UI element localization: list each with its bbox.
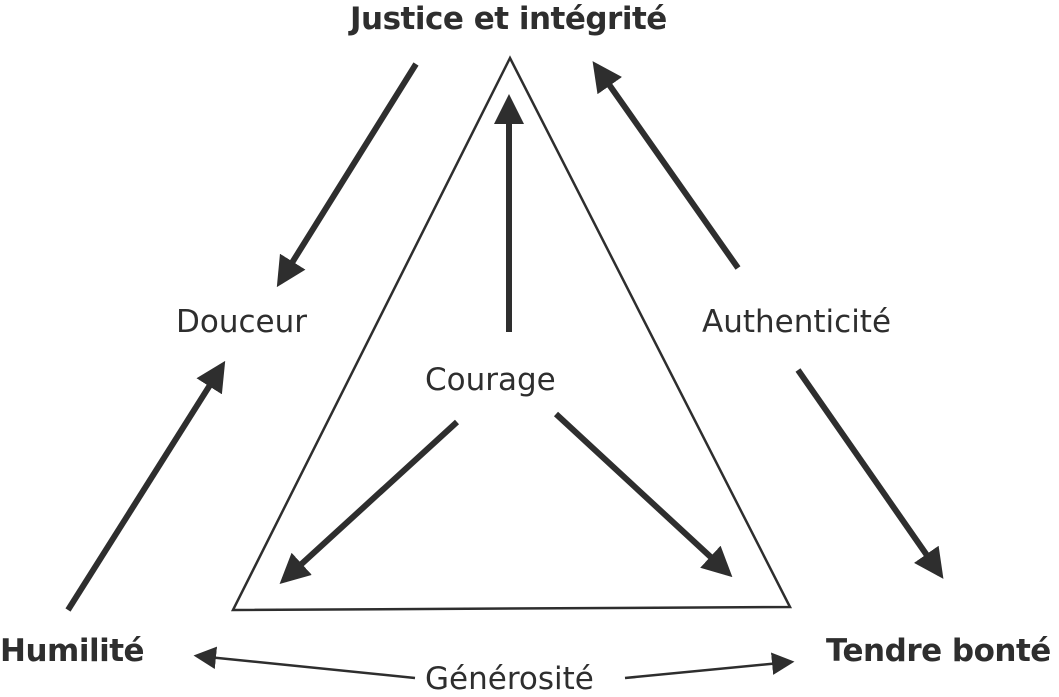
arrow-authenticite-to-tendre-bonte xyxy=(795,368,944,579)
node-justice-integrite: Justice et intégrité xyxy=(350,1,667,37)
node-generosite: Générosité xyxy=(425,661,594,697)
arrow-generosite-to-humilite xyxy=(193,646,416,680)
arrow-courage-to-humilite xyxy=(279,419,460,585)
arrow-generosite-to-tendre-bonte xyxy=(624,652,795,680)
arrow-humilite-to-douceur xyxy=(65,360,226,612)
arrow-authenticite-to-justice xyxy=(592,61,741,270)
arrow-justice-to-douceur xyxy=(276,62,419,288)
arrow-courage-to-tendre-bonte xyxy=(553,411,733,578)
central-triangle xyxy=(230,55,793,612)
node-douceur: Douceur xyxy=(176,304,307,340)
node-courage: Courage xyxy=(425,362,556,398)
node-humilite: Humilité xyxy=(0,633,145,669)
node-tendre-bonte: Tendre bonté xyxy=(826,633,1051,669)
node-authenticite: Authenticité xyxy=(702,304,892,340)
